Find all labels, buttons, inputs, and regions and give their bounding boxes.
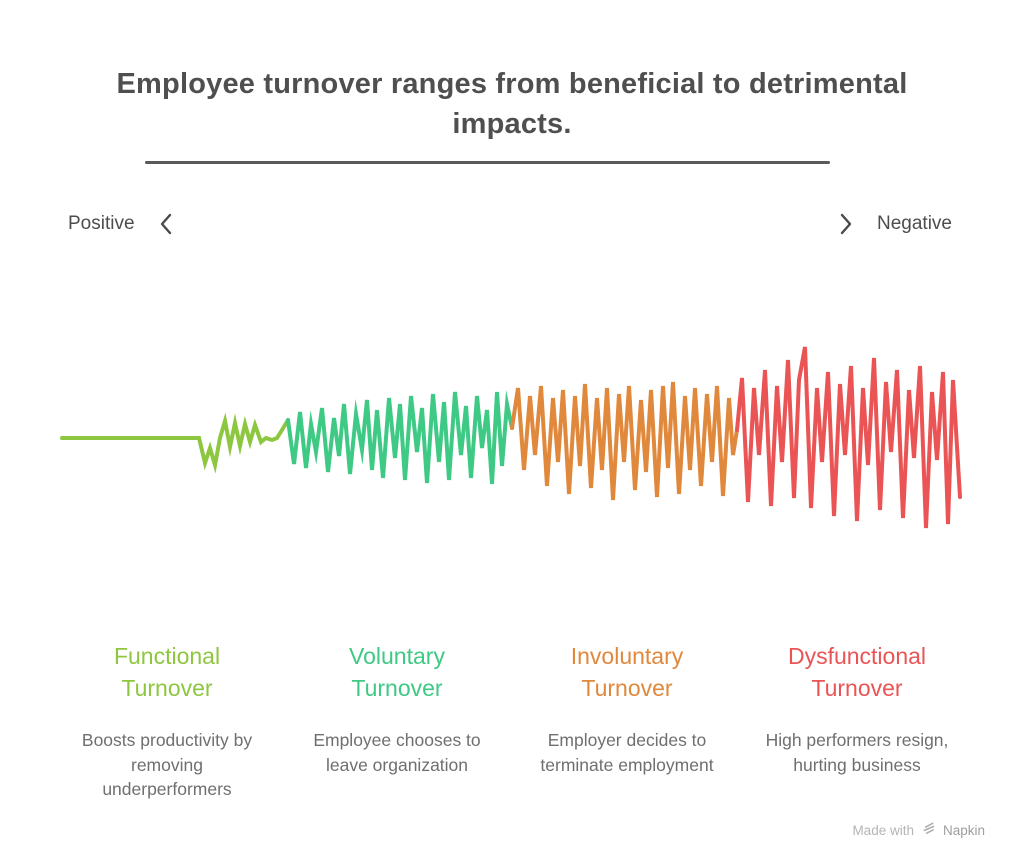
category-title: Functional Turnover xyxy=(113,643,221,701)
category-title: Dysfunctional Turnover xyxy=(787,643,927,701)
category-description: High performers resign, hurting business xyxy=(765,730,949,775)
category-voluntary: Voluntary Turnover Employee chooses to l… xyxy=(282,641,512,802)
made-with-napkin-watermark: Made with Napkin xyxy=(852,821,985,839)
category-functional: Functional Turnover Boosts productivity … xyxy=(52,641,282,802)
title-divider xyxy=(145,161,830,164)
page-title: Employee turnover ranges from beneficial… xyxy=(116,68,908,141)
napkin-logo-icon xyxy=(921,821,936,839)
category-description: Employee chooses to leave organization xyxy=(313,730,481,775)
category-involuntary: Involuntary Turnover Employer decides to… xyxy=(512,641,742,802)
category-title: Voluntary Turnover xyxy=(349,643,445,701)
category-dysfunctional: Dysfunctional Turnover High performers r… xyxy=(742,641,972,802)
chevron-right-icon xyxy=(839,213,853,235)
category-legend: Functional Turnover Boosts productivity … xyxy=(52,641,972,802)
made-with-label: Made with xyxy=(852,822,914,838)
positive-label: Positive xyxy=(68,213,135,234)
category-description: Boosts productivity by removing underper… xyxy=(81,730,253,800)
chevron-left-icon xyxy=(159,213,173,235)
involuntary-wave-segment xyxy=(510,381,739,501)
voluntary-wave-segment xyxy=(286,389,514,485)
negative-label: Negative xyxy=(877,213,952,234)
dysfunctional-wave-segment xyxy=(735,346,962,529)
category-description: Employer decides to terminate employment xyxy=(540,730,714,775)
functional-wave-segment xyxy=(60,412,290,474)
category-title: Involuntary Turnover xyxy=(570,643,684,701)
scale-positive: Positive xyxy=(68,211,173,237)
scale-negative: Negative xyxy=(839,211,952,237)
napkin-brand-label: Napkin xyxy=(942,822,985,838)
